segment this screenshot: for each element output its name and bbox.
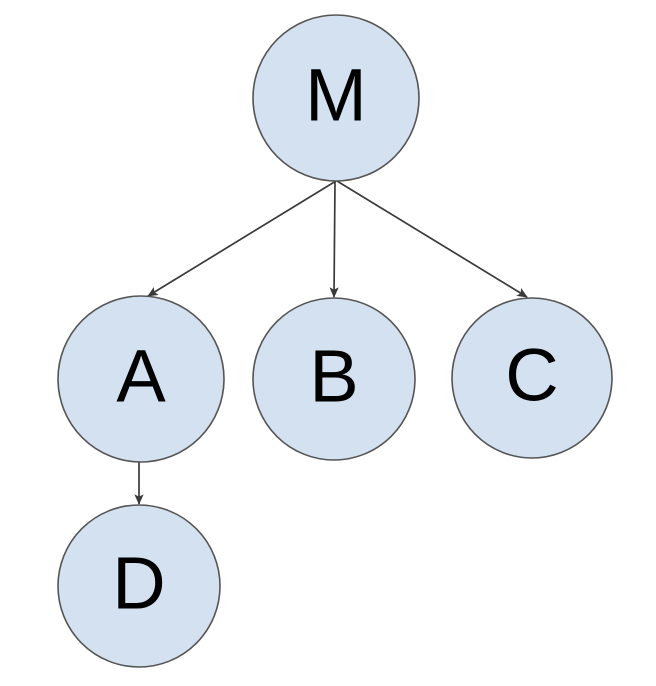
edge-m-to-b: [329, 180, 339, 298]
node-m-label: M: [305, 54, 367, 137]
node-b-circle[interactable]: [252, 297, 416, 461]
node-d-circle[interactable]: [57, 504, 221, 668]
node-c-label: C: [505, 334, 558, 417]
edge-m-to-c: [336, 180, 528, 298]
node-d-label: D: [112, 542, 165, 625]
node-b[interactable]: B: [252, 297, 416, 461]
node-c[interactable]: C: [451, 297, 613, 459]
node-m-circle[interactable]: [252, 14, 420, 182]
nodes-layer: M A B C D: [57, 14, 613, 668]
node-b-label: B: [309, 335, 358, 418]
node-a-label: A: [116, 335, 166, 418]
node-d[interactable]: D: [57, 504, 221, 668]
node-a[interactable]: A: [57, 295, 225, 463]
node-c-circle[interactable]: [451, 297, 613, 459]
edges-layer: [134, 180, 528, 505]
node-a-circle[interactable]: [57, 295, 225, 463]
node-m[interactable]: M: [252, 14, 420, 182]
edge-m-to-a: [147, 180, 337, 297]
